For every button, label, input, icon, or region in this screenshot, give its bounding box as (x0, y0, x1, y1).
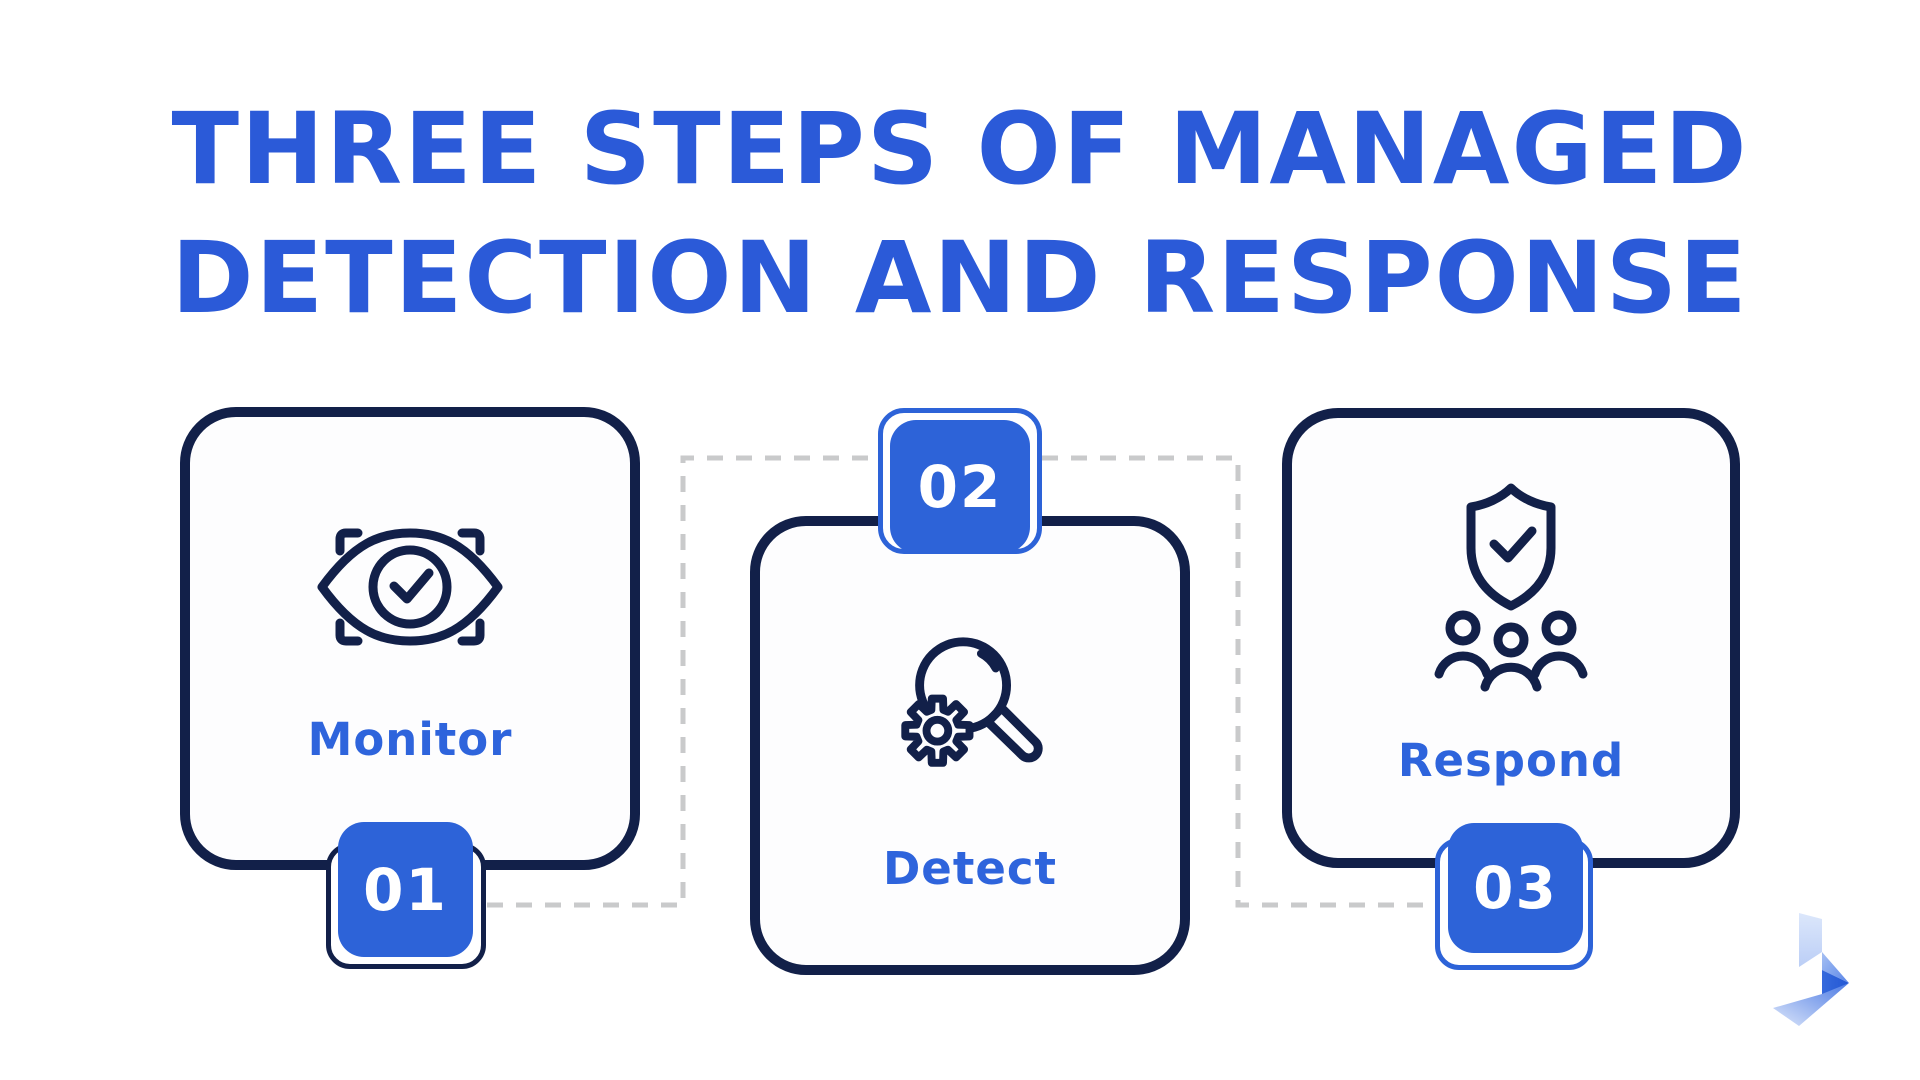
shield-check-team-icon (1411, 476, 1611, 694)
step-number-badge-03: 03 (1428, 815, 1608, 985)
step-label: Monitor (307, 713, 513, 766)
eye-scan-icon (310, 517, 510, 657)
badge-number: 01 (338, 822, 473, 957)
badge-number: 02 (890, 420, 1030, 553)
page-title-line1: THREE STEPS OF MANAGED (171, 92, 1749, 207)
step-card-monitor: Monitor (180, 407, 640, 870)
step-card-detect: Detect (750, 516, 1190, 975)
magnifier-gear-icon (886, 624, 1054, 792)
step-card-respond: Respond (1282, 408, 1740, 868)
step-number-badge-02: 02 (870, 400, 1050, 570)
page-title-line2: DETECTION AND RESPONSE (171, 220, 1749, 336)
page-title: THREE STEPS OF MANAGED DETECTION AND RES… (0, 86, 1920, 343)
step-number-badge-01: 01 (318, 814, 498, 984)
step-label: Detect (882, 842, 1058, 895)
badge-number: 03 (1448, 823, 1583, 953)
brand-logo-mark (1772, 912, 1854, 1036)
step-label: Respond (1397, 734, 1625, 787)
